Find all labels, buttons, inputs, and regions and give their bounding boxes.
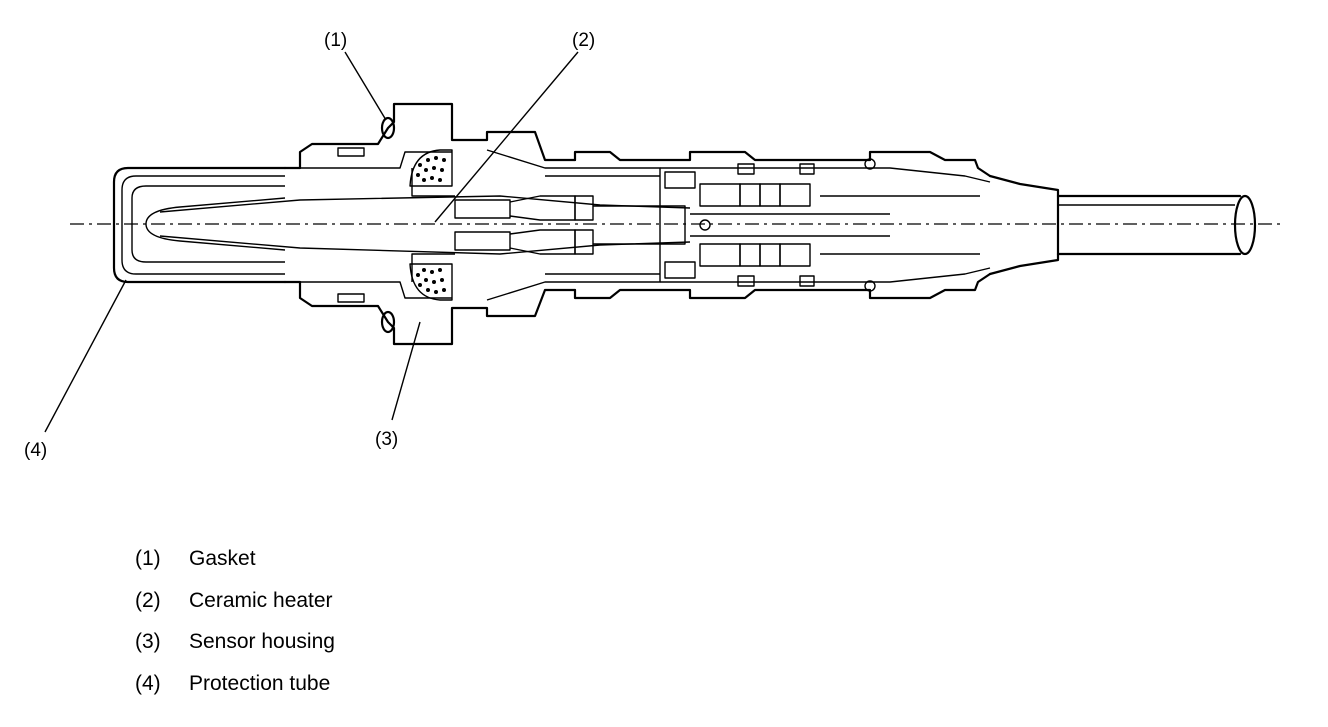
- ceramic-heater: [159, 195, 691, 255]
- legend-item-sensor-housing: (3) Sensor housing: [135, 631, 335, 652]
- legend-number: (4): [135, 672, 161, 695]
- legend-label: Sensor housing: [189, 630, 335, 653]
- callout-4: (4): [24, 440, 48, 461]
- leader-line-3: [391, 321, 421, 421]
- legend-item-gasket: (1) Gasket: [135, 548, 256, 569]
- talc-packing: [409, 149, 453, 301]
- leader-line-4: [44, 279, 127, 433]
- legend-item-ceramic-heater: (2) Ceramic heater: [135, 590, 333, 611]
- sensor-cable: [988, 174, 1257, 276]
- legend-label: Ceramic heater: [189, 589, 333, 612]
- legend-label: Gasket: [189, 547, 256, 570]
- callout-2: (2): [572, 30, 596, 51]
- gasket: [380, 116, 396, 334]
- protection-tube: [112, 166, 287, 284]
- callout-3: (3): [375, 429, 399, 450]
- legend-number: (1): [135, 547, 161, 570]
- legend-label: Protection tube: [189, 672, 331, 695]
- leader-line-2: [434, 51, 579, 223]
- leader-lines: [44, 51, 579, 433]
- legend-number: (3): [135, 630, 161, 653]
- legend-item-protection-tube: (4) Protection tube: [135, 673, 330, 694]
- legend-number: (2): [135, 589, 161, 612]
- callout-1: (1): [324, 30, 348, 51]
- sensor-housing: [283, 102, 577, 346]
- leader-line-1: [344, 51, 387, 121]
- sensor-body-sleeve: [486, 149, 992, 301]
